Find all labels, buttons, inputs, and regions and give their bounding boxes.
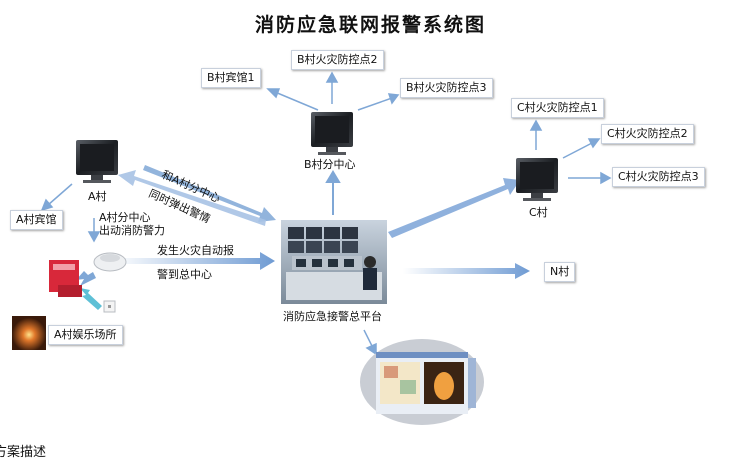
c-fire2-box: C村火灾防控点2 [601,124,694,144]
control-room-photo [281,220,387,304]
call-point-icon [103,300,116,313]
arrow-c-fire2 [562,138,601,159]
b-fire3-box: B村火灾防控点3 [400,78,493,98]
a-entertainment-box: A村娱乐场所 [48,325,123,345]
c-fire1-box: C村火灾防控点1 [511,98,604,118]
edge-label-auto-report-2: 警到总中心 [157,268,212,281]
a-hotel-box: A村宾馆 [10,210,63,230]
arrow-b-fire2 [325,71,339,104]
monitor-c-icon [516,158,558,201]
b-hotel-box: B村宾馆1 [201,68,261,88]
arrow-platform-to-screen [363,329,377,356]
footer-heading: 方案描述 [0,445,47,460]
arrow-entertainment-to-panel [80,288,102,310]
fire-alarm-panel-icon [49,260,82,297]
a-center-label: A村分中心 [99,211,151,224]
arrow-detector-to-panel [76,271,96,286]
arrow-a-dispatch [87,218,101,243]
b-center-label: B村分中心 [304,158,356,171]
arrow-a-to-platform [143,165,276,222]
arrow-b-fire3 [357,93,400,111]
smoke-detector-icon [93,252,127,272]
edge-label-auto-report-1: 发生火灾自动报 [157,244,234,257]
platform-label: 消防应急接警总平台 [283,310,382,323]
n-village-box: N村 [544,262,576,282]
arrow-c-fire3 [568,171,612,185]
c-village-label: C村 [529,206,548,219]
monitor-a-icon [76,140,118,183]
monitor-b-icon [311,112,353,155]
arrow-platform-to-c [388,178,520,238]
a-village-label: A村 [88,190,107,203]
arrow-b-hotel [266,88,319,111]
a-dispatch-label: 出动消防警力 [99,224,165,237]
arrow-platform-to-b [325,170,341,215]
arrow-a-hotel [40,183,73,212]
software-screen-image [360,339,484,425]
diagram-title: 消防应急联网报警系统图 [254,14,486,36]
arrow-platform-to-a [118,170,266,226]
b-fire2-box: B村火灾防控点2 [291,50,384,70]
arrow-c-fire1 [529,119,543,150]
arrow-platform-to-n [403,263,530,279]
fire-scene-photo [12,316,46,350]
c-fire3-box: C村火灾防控点3 [612,167,705,187]
arrow-auto-report [112,252,275,270]
